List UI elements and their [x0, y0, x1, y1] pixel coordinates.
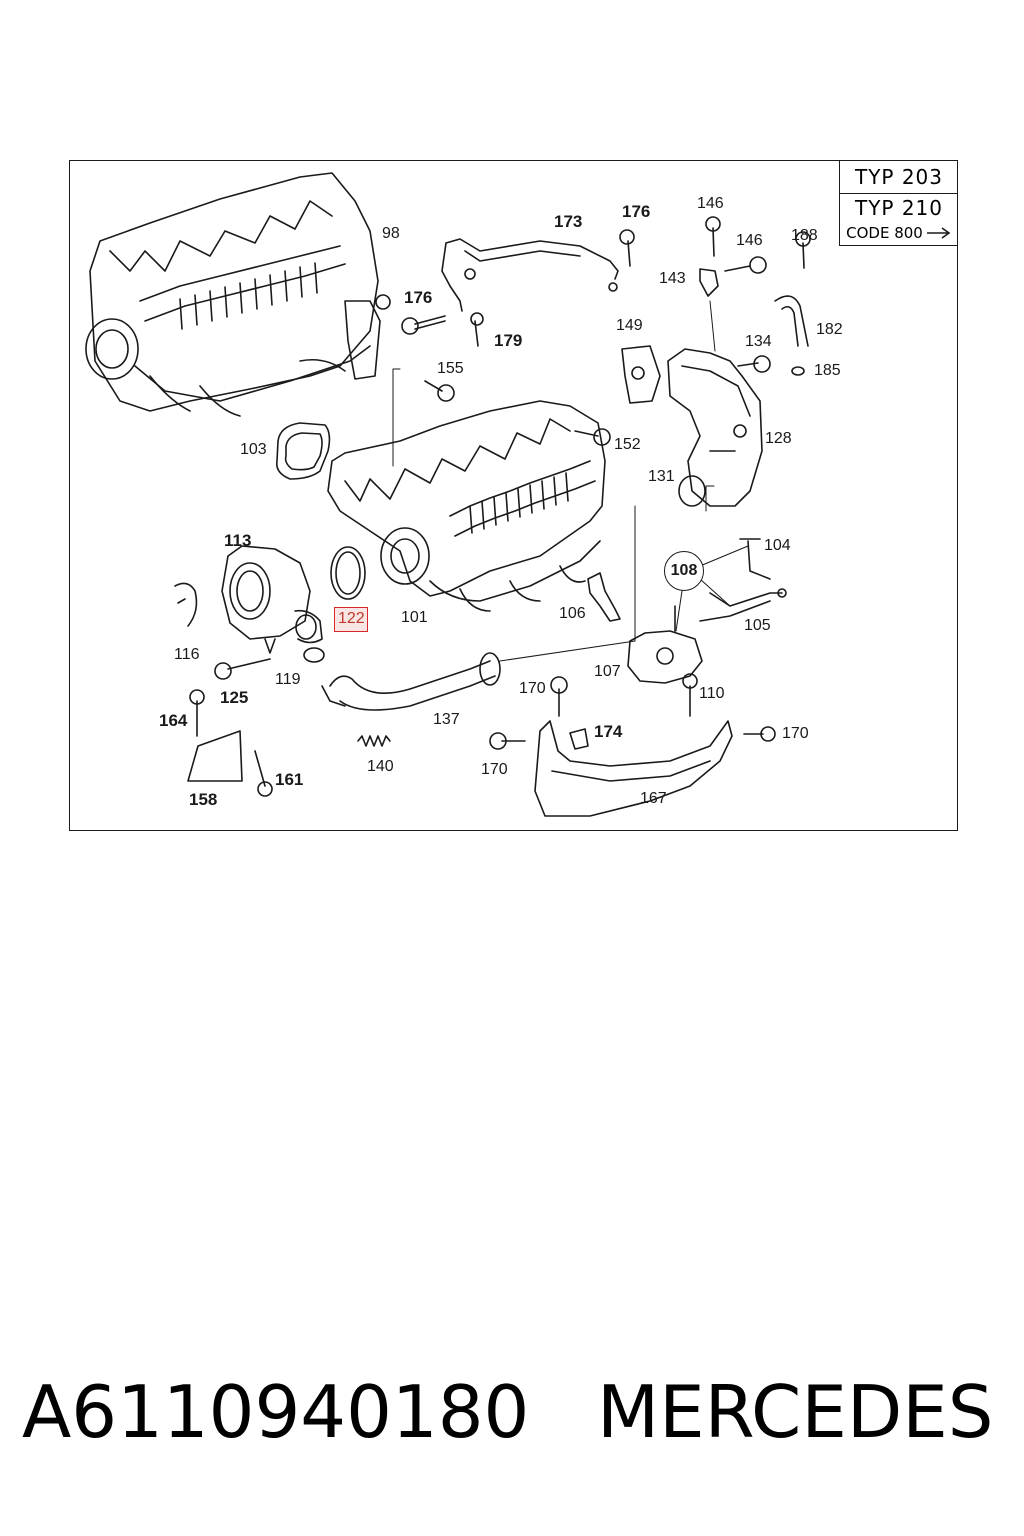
callout-155[interactable]: 155	[437, 360, 464, 377]
callout-170b[interactable]: 170	[782, 725, 809, 742]
spring-140	[357, 735, 391, 747]
hose-137	[321, 652, 501, 711]
callout-131[interactable]: 131	[648, 468, 675, 485]
callout-101[interactable]: 101	[401, 609, 428, 626]
callout-143[interactable]: 143	[659, 270, 686, 287]
part-number: A6110940180	[22, 1370, 530, 1454]
callout-98[interactable]: 98	[382, 225, 400, 242]
callout-149[interactable]: 149	[616, 317, 643, 334]
bolts	[189, 216, 811, 797]
callout-140[interactable]: 140	[367, 758, 394, 775]
callout-116[interactable]: 116	[174, 646, 200, 663]
intake-manifold-main	[327, 400, 606, 612]
oring-119	[303, 647, 325, 663]
callout-110[interactable]: 110	[699, 685, 725, 702]
callout-161[interactable]: 161	[275, 770, 304, 789]
callout-119[interactable]: 119	[275, 671, 301, 688]
bracket-167	[534, 720, 733, 817]
linkage-105	[699, 592, 783, 622]
type-label-203: TYP 203	[840, 161, 957, 194]
brand-name: MERCEDES	[597, 1370, 994, 1454]
oring-122	[330, 546, 366, 600]
callout-176a[interactable]: 176	[622, 202, 651, 221]
intake-manifold-upper	[85, 172, 391, 417]
bracket-173	[441, 238, 619, 312]
type-label-210: TYP 210	[854, 196, 944, 220]
callout-106[interactable]: 106	[559, 605, 586, 622]
callout-158[interactable]: 158	[189, 790, 218, 809]
callout-125[interactable]: 125	[220, 688, 249, 707]
callout-113[interactable]: 113	[224, 531, 252, 550]
oring-185	[791, 366, 805, 376]
callout-170c[interactable]: 170	[481, 761, 508, 778]
callout-105[interactable]: 105	[744, 617, 771, 634]
bracket-158	[187, 730, 243, 782]
callout-174[interactable]: 174	[594, 722, 623, 741]
exploded-view-drawing	[85, 172, 811, 817]
callout-179[interactable]: 179	[494, 331, 523, 350]
callout-188[interactable]: 188	[791, 227, 818, 244]
clip-116	[174, 582, 198, 627]
code-text: CODE 800	[846, 224, 923, 242]
gasket-103	[275, 422, 331, 480]
gasket-149	[621, 345, 661, 404]
callout-176b[interactable]: 176	[404, 288, 433, 307]
actuator-107	[627, 605, 703, 684]
callout-107[interactable]: 107	[594, 663, 621, 680]
caption-bar: A6110940180 MERCEDES	[0, 1370, 1024, 1470]
throttle-housing-113	[221, 545, 323, 654]
callout-128[interactable]: 128	[765, 430, 792, 447]
callout-146b[interactable]: 146	[736, 232, 763, 249]
callout-182[interactable]: 182	[816, 321, 843, 338]
callout-146a[interactable]: 146	[697, 195, 724, 212]
leader-lines	[392, 300, 749, 662]
callout-167[interactable]: 167	[640, 790, 667, 807]
callout-108[interactable]: 108	[664, 551, 704, 591]
callout-170a[interactable]: 170	[519, 680, 546, 697]
arrow-right-icon	[926, 227, 951, 239]
callout-152[interactable]: 152	[614, 436, 641, 453]
callout-164[interactable]: 164	[159, 711, 188, 730]
callout-104[interactable]: 104	[764, 537, 791, 554]
callout-134[interactable]: 134	[745, 333, 772, 350]
linkage-104	[739, 538, 771, 580]
bracket-106	[587, 572, 621, 622]
callout-173[interactable]: 173	[554, 212, 583, 231]
callout-137[interactable]: 137	[433, 711, 460, 728]
bracket-143	[699, 268, 719, 297]
vehicle-type-box: TYP 203 TYP 210 CODE 800	[839, 161, 957, 246]
pipe-182	[774, 295, 809, 347]
parts-diagram: TYP 203 TYP 210 CODE 800 98 173 176 176 146 1…	[69, 160, 958, 831]
gasket-174	[569, 728, 589, 750]
code-label: CODE 800	[840, 222, 957, 244]
callout-185[interactable]: 185	[814, 362, 841, 379]
callout-122[interactable]: 122	[334, 607, 368, 632]
housing-128	[667, 348, 763, 507]
callout-103[interactable]: 103	[240, 441, 267, 458]
